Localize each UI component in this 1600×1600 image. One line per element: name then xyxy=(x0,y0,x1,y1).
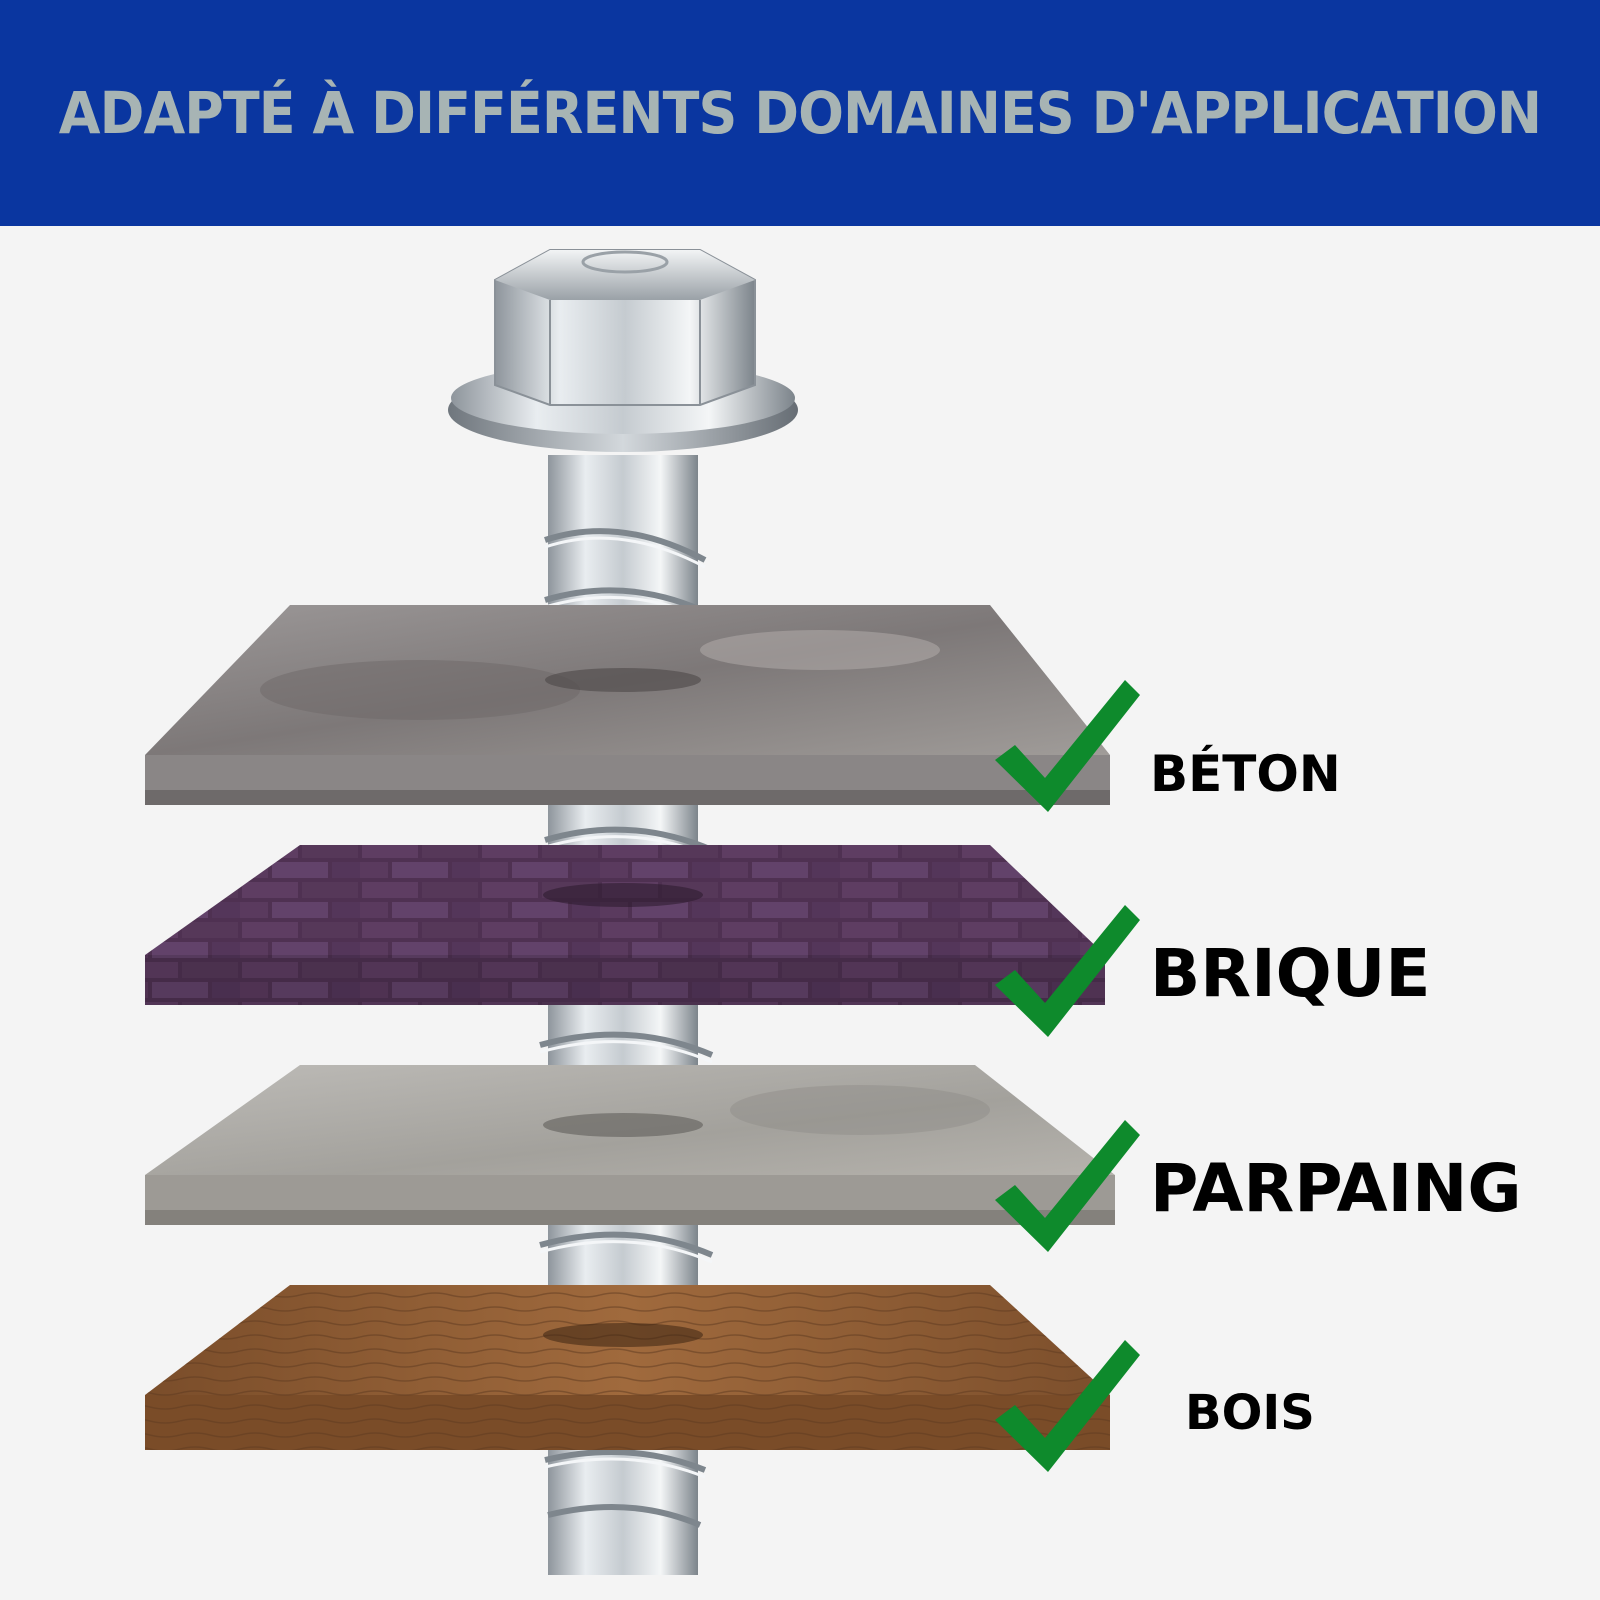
slab-cinder-block xyxy=(145,1065,1115,1225)
material-label-beton: BÉTON xyxy=(1150,745,1341,803)
slab-concrete xyxy=(145,605,1110,805)
check-icon xyxy=(995,905,1140,1037)
title-banner: ADAPTÉ À DIFFÉRENTS DOMAINES D'APPLICATI… xyxy=(0,0,1600,226)
product-illustration xyxy=(145,249,1140,1575)
material-label-parpaing: PARPAING xyxy=(1150,1150,1522,1227)
material-label-bois: BOIS xyxy=(1185,1385,1315,1441)
slab-brick xyxy=(145,845,1105,1005)
check-icon xyxy=(995,1340,1140,1472)
slab-wood xyxy=(145,1285,1110,1450)
check-icon xyxy=(995,1120,1140,1252)
banner-title: ADAPTÉ À DIFFÉRENTS DOMAINES D'APPLICATI… xyxy=(58,79,1542,147)
check-icon xyxy=(995,680,1140,812)
material-label-brique: BRIQUE xyxy=(1150,935,1431,1012)
screw-head xyxy=(448,249,798,452)
